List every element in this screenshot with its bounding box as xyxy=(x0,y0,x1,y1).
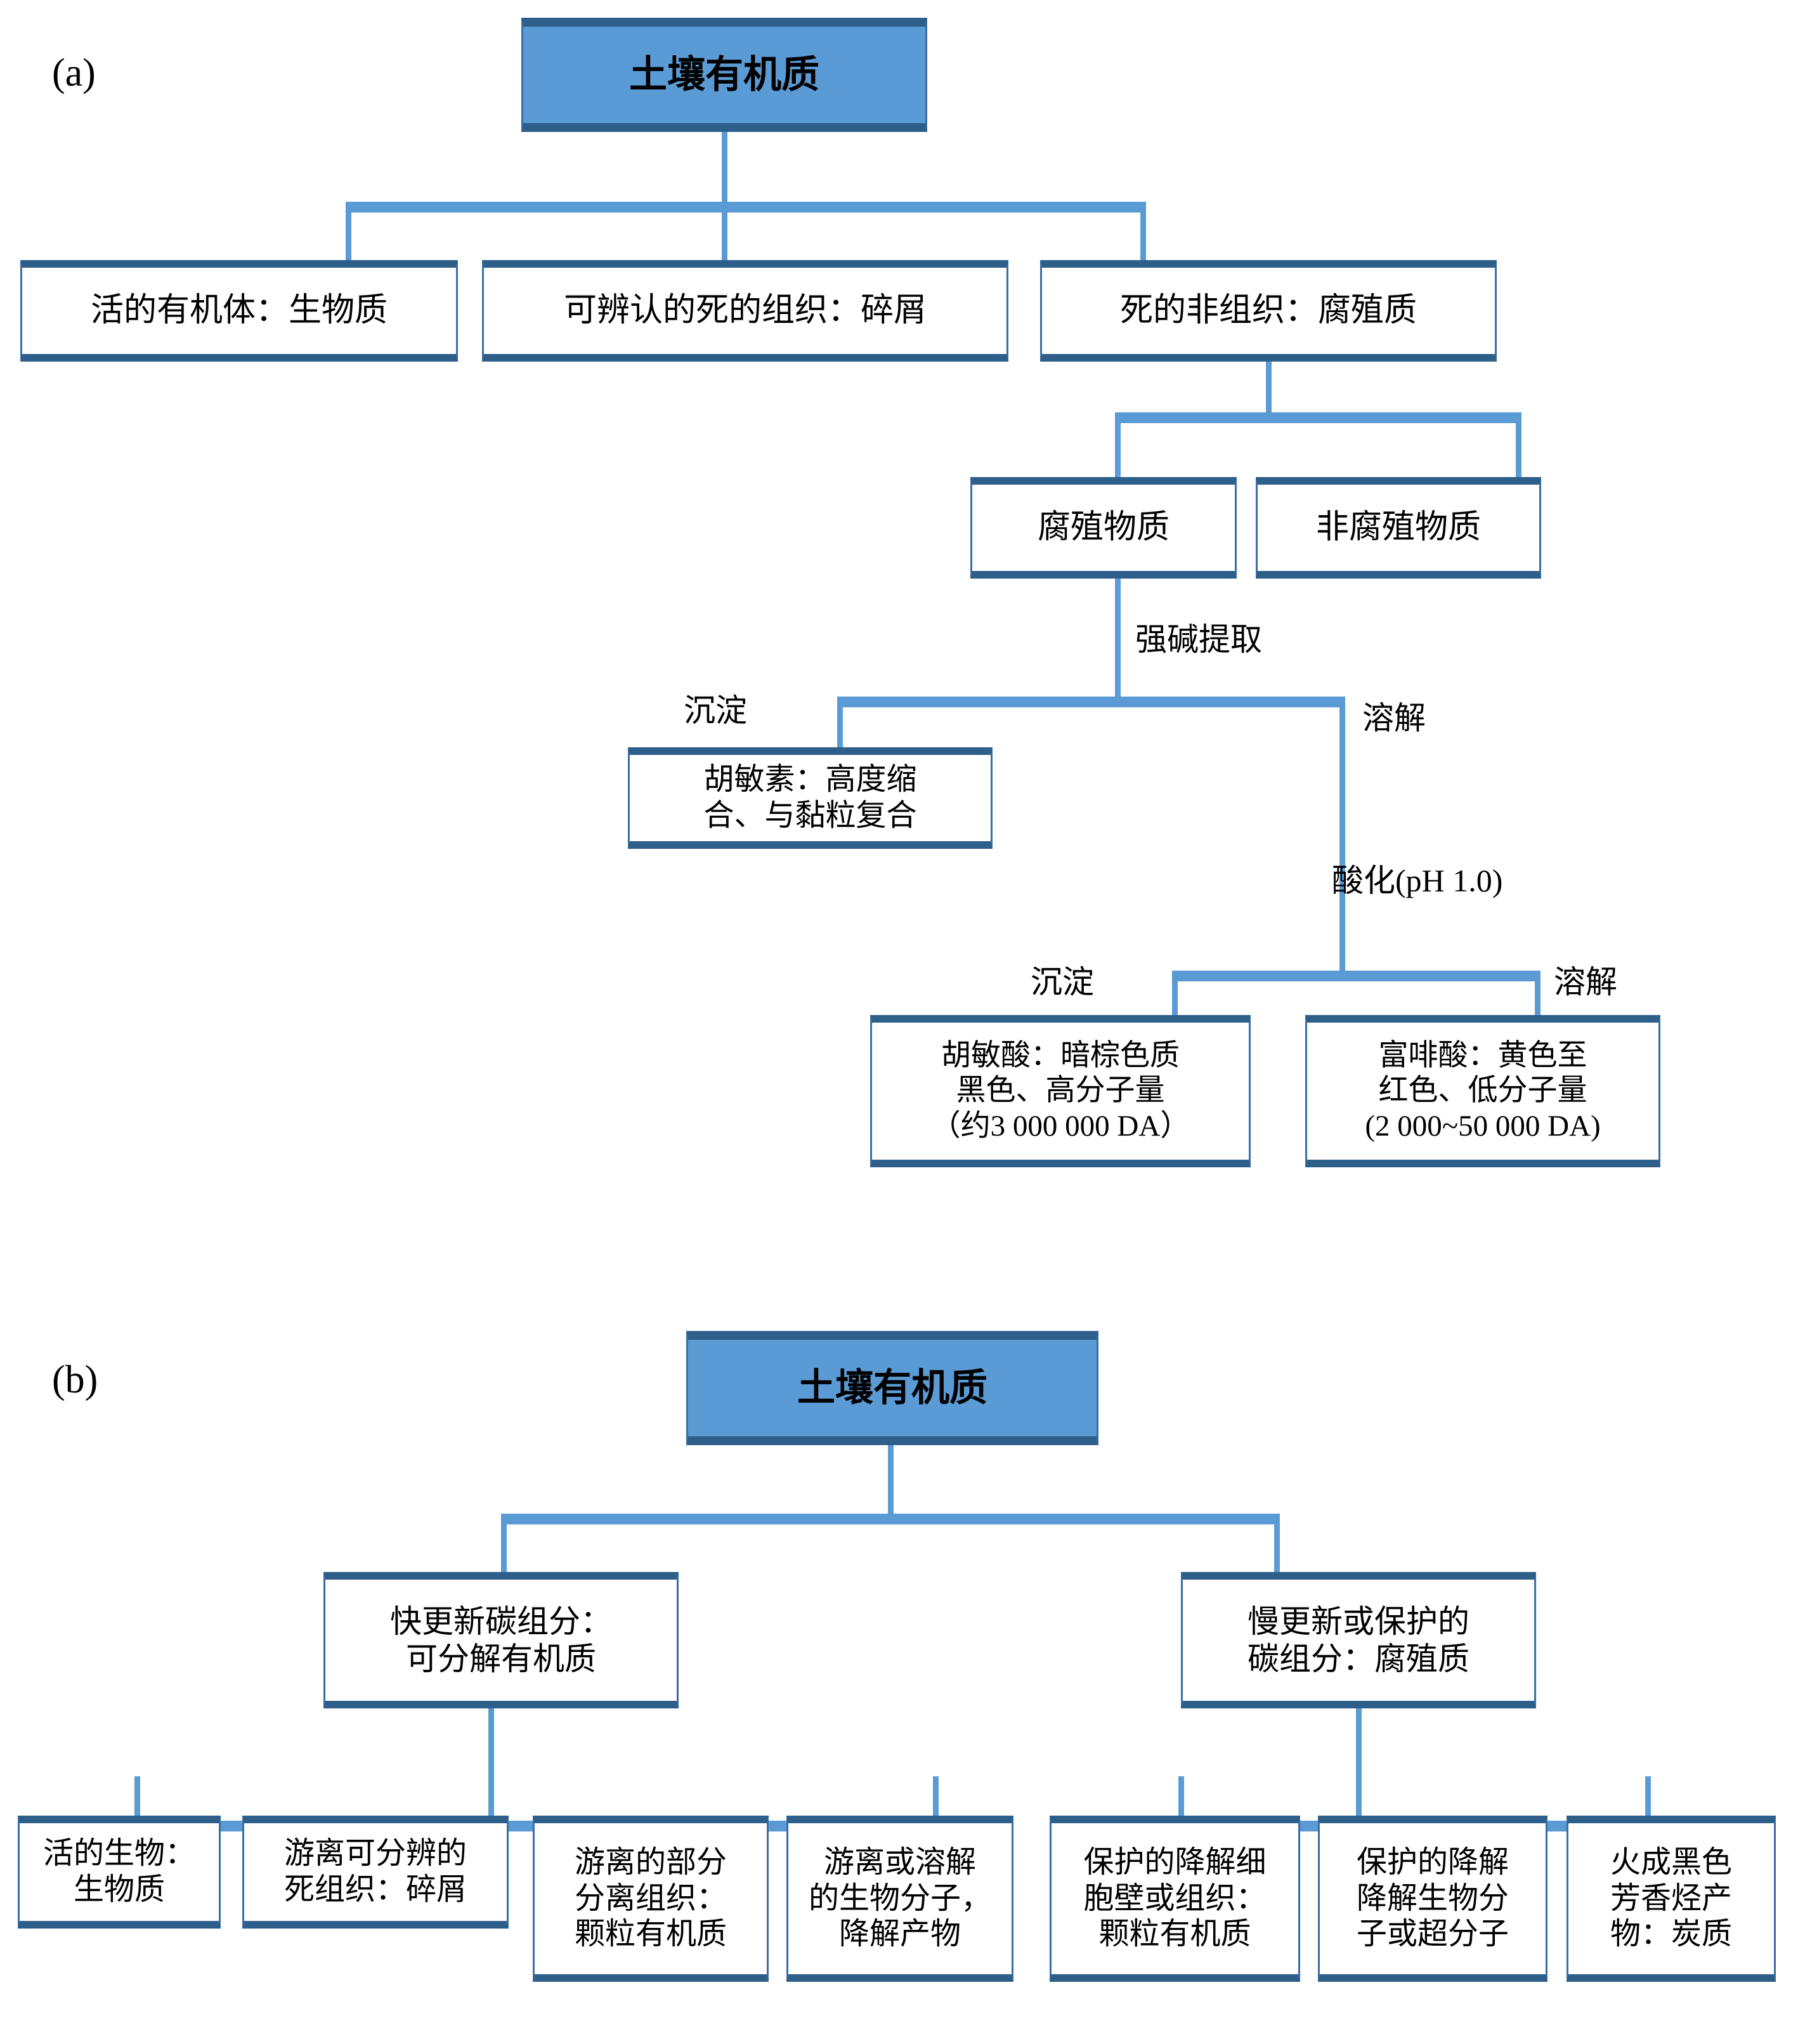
label-dissolve-2: 溶解 xyxy=(1554,964,1617,1000)
label-alkali-extraction: 强碱提取 xyxy=(1135,622,1262,657)
panel-b-level1-box-fast: 快更新碳组分： 可分解有机质 xyxy=(323,1572,679,1708)
panel-b-fast-box-2: 游离可分辨的 死组织：碎屑 xyxy=(242,1816,509,1929)
panel-a-level1-box-3: 死的非组织：腐殖质 xyxy=(1040,260,1497,362)
panel-b-level1-box-slow: 慢更新或保护的 碳组分：腐殖质 xyxy=(1181,1572,1536,1708)
connector-b-root-stem xyxy=(888,1445,894,1516)
connector-b-fast-drop-1 xyxy=(134,1776,140,1826)
panel-a-level1-label-1: 活的有机体：生物质 xyxy=(90,292,388,329)
panel-b-fast-box-4: 游离或溶解 的生物分子， 降解产物 xyxy=(786,1816,1013,1982)
connector-a-alkali-stem xyxy=(1115,579,1121,700)
panel-a-level2-label-1: 腐殖物质 xyxy=(1037,509,1169,546)
connector-b-fast-stem xyxy=(488,1708,494,1826)
connector-a-drop-2 xyxy=(722,202,727,264)
panel-a-level2-box-2: 非腐殖物质 xyxy=(1256,477,1541,579)
panel-b-slow-label-3: 火成黑色 芳香烃产 物：炭质 xyxy=(1610,1845,1732,1951)
panel-a-root-label: 土壤有机质 xyxy=(629,53,819,96)
label-dissolve-1: 溶解 xyxy=(1362,700,1426,736)
panel-b-slow-box-2: 保护的降解 降解生物分 子或超分子 xyxy=(1318,1816,1547,1982)
panel-b-level1-label-fast: 快更新碳组分： 可分解有机质 xyxy=(390,1603,612,1677)
connector-a-drop-humic-acid xyxy=(1172,971,1178,1021)
panel-b-fast-label-1: 活的生物： 生物质 xyxy=(42,1837,195,1906)
panel-a-level1-box-2: 可辨认的死的组织：碎屑 xyxy=(482,260,1008,362)
connector-b-slow-stem xyxy=(1356,1708,1362,1826)
panel-b-fast-box-3: 游离的部分 分离组织： 颗粒有机质 xyxy=(533,1816,769,1982)
panel-b-slow-box-3: 火成黑色 芳香烃产 物：炭质 xyxy=(1567,1816,1776,1982)
connector-a-dissolve-stem xyxy=(1339,697,1345,976)
panel-b-tag: (b) xyxy=(52,1358,98,1401)
connector-b-drop-slow xyxy=(1274,1514,1280,1577)
panel-a-fulvic-acid-label: 富啡酸：黄色至 红色、低分子量 (2 000~50 000 DA) xyxy=(1365,1038,1601,1143)
connector-b-fast-drop-4 xyxy=(933,1776,939,1826)
panel-b-fast-label-4: 游离或溶解 的生物分子， 降解产物 xyxy=(808,1845,991,1951)
panel-a-level2-box-1: 腐殖物质 xyxy=(970,477,1237,579)
connector-b-level1-bus xyxy=(501,1514,1280,1524)
connector-b-slow-drop-3 xyxy=(1645,1776,1651,1826)
panel-b-root-label: 土壤有机质 xyxy=(797,1366,987,1409)
connector-b-slow-drop-1 xyxy=(1178,1776,1184,1826)
connector-a-drop-fulvic-acid xyxy=(1535,971,1541,1021)
panel-a-level2-label-2: 非腐殖物质 xyxy=(1315,509,1481,546)
panel-a-humic-acid-box: 胡敏酸：暗棕色质 黑色、高分子量 （约3 000 000 DA） xyxy=(870,1015,1251,1167)
connector-a-root-stem xyxy=(722,132,727,203)
label-precipitate-2: 沉淀 xyxy=(1031,964,1094,1000)
panel-b-slow-box-1: 保护的降解细 胞壁或组织： 颗粒有机质 xyxy=(1050,1816,1300,1982)
connector-a-level1-bus xyxy=(346,202,1146,213)
panel-a-fulvic-acid-box: 富啡酸：黄色至 红色、低分子量 (2 000~50 000 DA) xyxy=(1305,1015,1660,1167)
connector-a-drop-1 xyxy=(346,202,351,264)
panel-b-slow-label-1: 保护的降解细 胞壁或组织： 颗粒有机质 xyxy=(1083,1845,1267,1951)
panel-a-root-box: 土壤有机质 xyxy=(521,18,927,132)
panel-b-fast-box-1: 活的生物： 生物质 xyxy=(18,1816,221,1929)
panel-a-level1-label-3: 死的非组织：腐殖质 xyxy=(1119,292,1417,329)
connector-a-drop-nonhumic xyxy=(1516,412,1521,482)
connector-a-drop-humic xyxy=(1115,412,1121,482)
connector-a-alkali-bus xyxy=(837,697,1345,707)
panel-b-level1-label-slow: 慢更新或保护的 碳组分：腐殖质 xyxy=(1248,1603,1469,1677)
panel-a-level1-box-1: 活的有机体：生物质 xyxy=(20,260,458,362)
panel-b-fast-label-2: 游离可分辨的 死组织：碎屑 xyxy=(283,1837,467,1906)
panel-a-humic-acid-label: 胡敏酸：暗棕色质 黑色、高分子量 （约3 000 000 DA） xyxy=(930,1038,1190,1143)
connector-a-humus-stem xyxy=(1266,362,1272,417)
connector-a-drop-3 xyxy=(1140,202,1146,264)
panel-a-tag: (a) xyxy=(52,51,96,95)
connector-a-level2-bus xyxy=(1115,412,1521,423)
panel-b-slow-label-2: 保护的降解 降解生物分 子或超分子 xyxy=(1356,1845,1509,1951)
panel-b-root-box: 土壤有机质 xyxy=(686,1331,1098,1445)
panel-a-humin-box: 胡敏素：高度缩 合、与黏粒复合 xyxy=(628,747,993,849)
connector-b-drop-fast xyxy=(501,1514,507,1577)
panel-b-fast-label-3: 游离的部分 分离组织： 颗粒有机质 xyxy=(574,1845,727,1951)
panel-a-humin-label: 胡敏素：高度缩 合、与黏粒复合 xyxy=(703,763,917,832)
connector-a-drop-humin xyxy=(837,697,843,754)
connector-a-acid-bus xyxy=(1172,971,1540,981)
label-precipitate-1: 沉淀 xyxy=(684,693,747,728)
label-acidification: 酸化(pH 1.0) xyxy=(1332,863,1503,898)
panel-a-level1-label-2: 可辨认的死的组织：碎屑 xyxy=(563,292,927,329)
